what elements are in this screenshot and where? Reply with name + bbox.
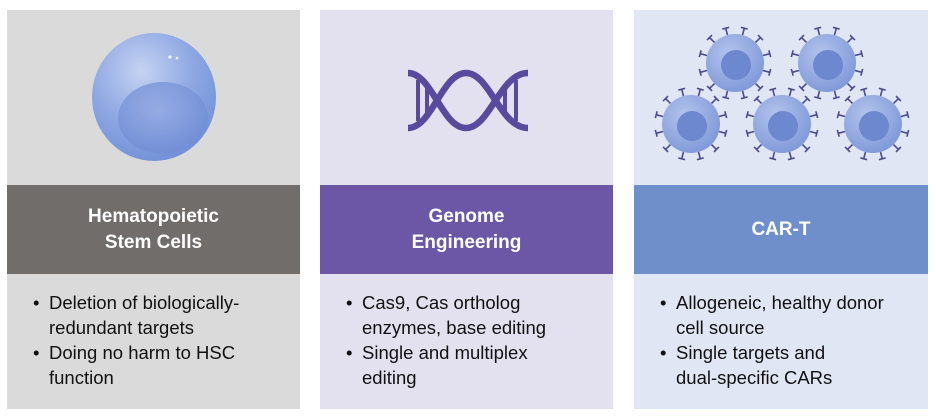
bullet-item: Allogeneic, healthy donor cell source [654,290,918,340]
stem-cell-icon [92,33,216,161]
panel-car-t-bullets: Allogeneic, healthy donor cell source Si… [634,274,928,409]
panel-hsc-image [7,10,300,185]
panel-genome-title: Genome Engineering [411,205,522,253]
panel-car-t-title: CAR-T [751,218,811,240]
bullet-item: Single targets and dual-specific CARs [654,340,918,390]
bullet-item: Deletion of biologically- redundant targ… [27,290,290,340]
t-cell-icon [836,87,910,161]
panel-car-t: CAR-T Allogeneic, healthy donor cell sou… [634,10,928,409]
panel-genome-bullets: Cas9, Cas ortholog enzymes, base editing… [320,274,613,409]
car-t-cells-icon [654,26,910,161]
t-cell-icon [790,26,864,100]
panel-hsc: Hematopoietic Stem Cells Deletion of bio… [7,10,300,409]
bullet-item: Doing no harm to HSC function [27,340,290,390]
panel-genome-band: Genome Engineering [320,185,613,274]
panel-car-t-band: CAR-T [634,185,928,274]
panel-hsc-bullets: Deletion of biologically- redundant targ… [7,274,300,409]
panel-genome-image [320,10,613,185]
panel-hsc-title: Hematopoietic Stem Cells [88,205,219,253]
t-cell-icon [698,26,772,100]
panel-car-t-image [634,10,928,185]
bullet-item: Single and multiplex editing [340,340,603,390]
t-cell-icon [745,87,819,161]
dna-icon [407,69,529,132]
panel-genome: Genome Engineering Cas9, Cas ortholog en… [320,10,613,409]
panel-hsc-band: Hematopoietic Stem Cells [7,185,300,274]
t-cell-icon [654,87,728,161]
bullet-item: Cas9, Cas ortholog enzymes, base editing [340,290,603,340]
